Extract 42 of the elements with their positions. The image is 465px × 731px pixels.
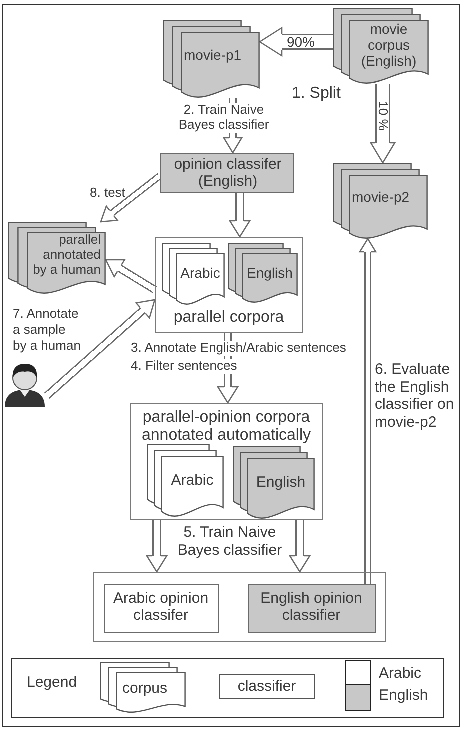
document-stack <box>233 446 315 519</box>
legend-label: English <box>379 687 428 704</box>
document-label: movie-p2 <box>352 189 411 206</box>
document-label: movie corpus (English) <box>360 21 418 70</box>
document-stack <box>8 222 106 294</box>
document-label: Arabic <box>170 472 215 490</box>
classifier-box <box>104 584 219 633</box>
classifier-label: Arabic opinion classifer <box>112 590 210 624</box>
document-stack <box>162 243 225 305</box>
document-stack <box>333 8 429 84</box>
person-icon <box>3 361 47 407</box>
step-label: 1. Split <box>292 85 341 104</box>
document-stack <box>333 163 428 239</box>
classifier-box <box>248 584 376 633</box>
group-box <box>155 237 303 333</box>
document-stack <box>228 243 298 303</box>
document-stack <box>147 444 224 517</box>
legend-title: Legend <box>27 674 78 692</box>
edge-label: 90% <box>286 36 316 48</box>
classifier-label: opinion classifer (English) <box>173 156 283 190</box>
step-label: 5. Train Naive Bayes classifier <box>176 524 284 560</box>
step-label: 4. Filter sentences <box>131 359 238 374</box>
document-stack <box>163 20 260 98</box>
edge-label: 8. test <box>90 186 126 201</box>
edge-label: 7. Annotate a sample by a human <box>13 306 82 354</box>
legend-label: classifier <box>238 679 296 694</box>
document-label: movie-p1 <box>184 47 243 64</box>
legend-label: Arabic <box>379 665 422 682</box>
document-label: English <box>246 265 294 282</box>
document-label: parallel annotated by a human <box>32 233 101 278</box>
edge-label: 6. Evaluate the English classifier on movie-p2 <box>375 361 456 431</box>
legend-label: corpus <box>121 680 169 698</box>
group-label: parallel-opinion corpora annotated automatically <box>141 409 312 446</box>
classifier-label: English opinion classifier <box>260 590 364 624</box>
document-label: English <box>255 474 307 492</box>
group-label: parallel corpora <box>172 309 286 328</box>
edge-label: 10 % <box>377 101 389 131</box>
document-label: Arabic <box>180 265 222 282</box>
group-box <box>130 403 323 520</box>
edge-label: 3. Annotate English/Arabic sentences <box>131 341 346 356</box>
group-box <box>93 572 386 642</box>
classifier-box <box>160 153 294 193</box>
